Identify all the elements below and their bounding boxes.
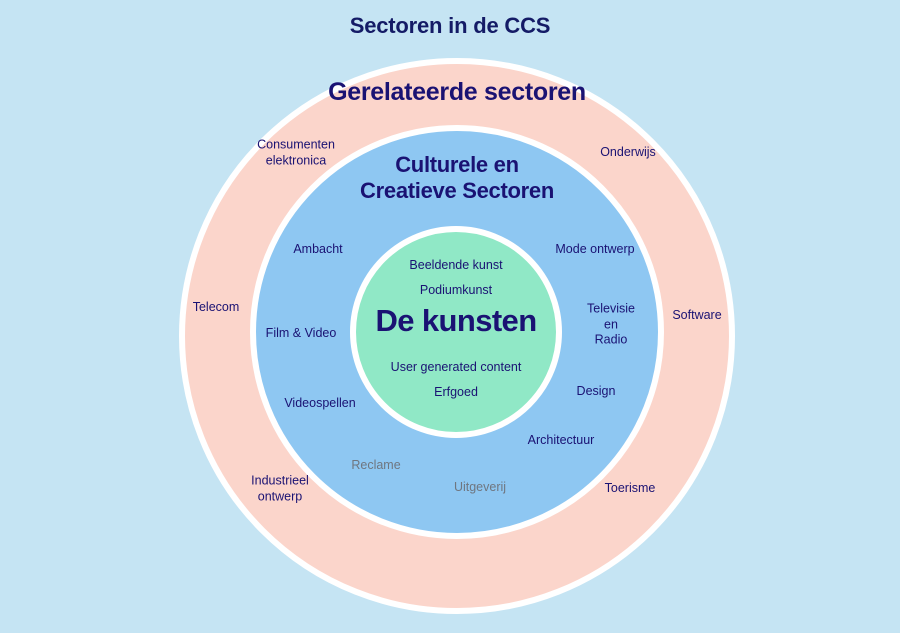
- label-podiumkunst: Podiumkunst: [419, 283, 493, 298]
- label-user-generated-content: User generated content: [390, 360, 522, 375]
- label-onderwijs: Onderwijs: [600, 145, 656, 160]
- label-design: Design: [576, 384, 616, 399]
- page-title: Sectoren in de CCS: [349, 13, 551, 38]
- label-toerisme: Toerisme: [604, 481, 656, 496]
- label-beeldende-kunst: Beeldende kunst: [409, 258, 503, 273]
- label-consumenten-elektronica: Consumenten elektronica: [257, 137, 335, 167]
- label-videospellen: Videospellen: [284, 396, 356, 411]
- label-architectuur: Architectuur: [527, 433, 595, 448]
- outer-ring-heading: Gerelateerde sectoren: [328, 78, 586, 106]
- label-film-video: Film & Video: [265, 326, 337, 341]
- inner-circle-heading: De kunsten: [375, 303, 537, 338]
- label-erfgoed: Erfgoed: [434, 385, 478, 400]
- label-ambacht: Ambacht: [293, 242, 343, 257]
- label-reclame: Reclame: [351, 458, 401, 473]
- label-mode-ontwerp: Mode ontwerp: [555, 242, 635, 257]
- label-telecom: Telecom: [192, 300, 240, 315]
- inner-circle-the-arts: [350, 226, 562, 438]
- label-industrieel-ontwerp: Industrieel ontwerp: [251, 473, 309, 503]
- label-software: Software: [672, 308, 722, 323]
- label-uitgeverij: Uitgeverij: [453, 480, 507, 495]
- label-televisie-en-radio: Televisie en Radio: [587, 301, 635, 347]
- middle-ring-heading: Culturele en Creatieve Sectoren: [360, 152, 554, 203]
